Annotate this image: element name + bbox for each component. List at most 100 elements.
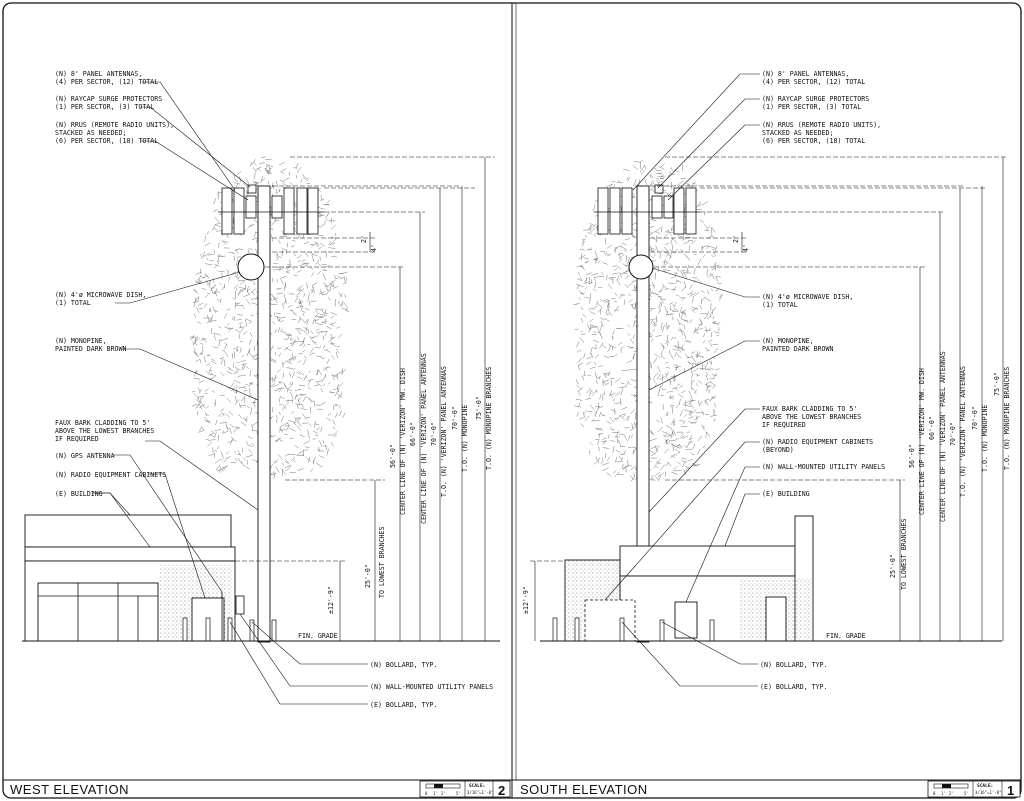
dim-value: 25'-0" [889, 554, 897, 578]
title-block-west: WEST ELEVATION 0 1' 2' 5' SCALE: 3/16"=1… [10, 780, 511, 798]
leader-line [122, 348, 259, 401]
dim-value: 56'-0" [908, 444, 916, 468]
small-dim: 2' [732, 235, 740, 243]
dim-value: 75'-0" [475, 396, 483, 420]
dim-label: CENTER LINE OF (N) 'VERIZON' PANEL ANTEN… [939, 351, 947, 522]
callout-microwave-dish: (N) 4'ø MICROWAVE DISH,(1) TOTAL [762, 293, 853, 309]
callout-utility-panels: (N) WALL-MOUNTED UTILITY PANELS [370, 683, 493, 691]
antenna-array [594, 184, 700, 235]
callout-bollard: (N) BOLLARD, TYP. [370, 661, 438, 669]
building-fascia [24, 546, 236, 562]
dim-value: 70'-0" [451, 406, 459, 430]
callout-existing-bollard: (E) BOLLARD, TYP. [760, 683, 828, 691]
panel-antenna [609, 187, 621, 235]
dim-label: T.O. (N) 'VERIZON' PANEL ANTENNAS [959, 366, 967, 497]
dim-value: 56'-0" [389, 444, 397, 468]
rrus-unit [245, 195, 257, 219]
dim-value: ±12'-9" [327, 586, 335, 614]
rrus-unit [651, 195, 663, 219]
callout-faux-bark: FAUX BARK CLADDING TO 5'ABOVE THE LOWEST… [55, 419, 154, 443]
scale-label: SCALE: [977, 783, 993, 789]
leader-line [145, 440, 259, 511]
leader-line [115, 271, 241, 304]
grade-label: FIN. GRADE [826, 632, 866, 640]
drawing-title: SOUTH ELEVATION [520, 782, 648, 797]
dim-label: T.O. (N) MONOPINE [981, 404, 989, 472]
dim-value: ±12'-9" [522, 586, 530, 614]
callout-radio-cabinets: (N) RADIO EQUIPMENT CABINETS(BEYOND) [762, 438, 873, 454]
microwave-dish [237, 253, 265, 281]
scale-bar-fill [434, 784, 443, 788]
scale-tick: 1' [941, 791, 946, 796]
callout-panel-antennas: (N) 8' PANEL ANTENNAS,(4) PER SECTOR, (1… [762, 70, 865, 86]
callout-monopine: (N) MONOPINE,PAINTED DARK BROWN [762, 337, 833, 353]
dim-value: 75'-0" [993, 372, 1001, 396]
panel-antenna [296, 187, 308, 235]
panel-antenna [621, 187, 633, 235]
callout-rrus: (N) RRUS (REMOTE RADIO UNITS),STACKED AS… [762, 121, 881, 145]
scale-bar-fill [942, 784, 951, 788]
callout-building: (E) BUILDING [762, 490, 810, 498]
drawing-title: WEST ELEVATION [10, 782, 129, 797]
leader-line [657, 98, 760, 189]
rrus-unit [663, 195, 674, 219]
bollard [227, 617, 233, 642]
drawing-number: 2 [498, 783, 505, 798]
leader-lines [92, 73, 760, 705]
antenna-array [218, 184, 324, 235]
leader-line [651, 267, 760, 298]
foliage-texture [573, 159, 723, 482]
callouts-south: (N) 8' PANEL ANTENNAS,(4) PER SECTOR, (1… [760, 70, 885, 691]
utility-panel [674, 601, 698, 639]
scale-tick: 0 [425, 791, 428, 796]
callout-surge-protectors: (N) RAYCAP SURGE PROTECTORS(1) PER SECTO… [762, 95, 869, 111]
monopine-mast [636, 185, 650, 643]
leader-line [112, 454, 223, 593]
callout-existing-bollard: (E) BOLLARD, TYP. [370, 701, 438, 709]
radio-equipment-cabinet [584, 599, 636, 642]
scale-tick: 2' [441, 791, 446, 796]
leader-line [140, 106, 251, 188]
bollard [182, 617, 188, 642]
dim-value: 70'-0" [949, 422, 957, 446]
small-dim: 4' [370, 244, 378, 252]
surge-protector [654, 184, 664, 194]
scale-tick: 5' [456, 791, 461, 796]
scale-value: 3/16"=1'-0" [975, 790, 1002, 795]
callouts-west: (N) 8' PANEL ANTENNAS,(4) PER SECTOR, (1… [55, 70, 493, 709]
scale-tick: 0 [933, 791, 936, 796]
small-dim: 2' [360, 235, 368, 243]
scale-tick: 1' [433, 791, 438, 796]
leader-line [239, 613, 368, 687]
bollard [205, 617, 211, 642]
dimension-labels-west: ±12'-9" 25'-0" TO LOWEST BRANCHES 56'-0"… [327, 235, 493, 614]
grade-label: FIN. GRADE [298, 632, 338, 640]
drawing-number: 1 [1007, 783, 1014, 798]
leader-line [685, 466, 760, 603]
scale-label: SCALE: [469, 783, 485, 789]
dim-label: TO LOWEST BRANCHES [378, 527, 386, 598]
dim-value: 66'-0" [409, 422, 417, 446]
existing-building [564, 515, 814, 642]
service-door [765, 596, 787, 642]
leader-line [648, 340, 760, 391]
bollard [552, 617, 558, 642]
callout-monopine: (N) MONOPINE,PAINTED DARK BROWN [55, 337, 126, 353]
surge-protector [247, 184, 257, 194]
panel-antenna [233, 187, 245, 235]
callout-microwave-dish: (N) 4'ø MICROWAVE DISH,(1) TOTAL [55, 291, 146, 307]
leader-line [724, 493, 760, 547]
leader-line [142, 81, 236, 191]
callout-radio-cabinets: (N) RADIO EQUIPMENT CABINETS [55, 471, 166, 479]
scale-tick: 5' [964, 791, 969, 796]
leader-line [661, 621, 758, 665]
leader-line [251, 621, 368, 665]
leader-line [621, 621, 758, 687]
rrus-unit [271, 195, 283, 219]
bollard [659, 619, 665, 642]
callout-gps-antenna: (N) GPS ANTENNA [55, 452, 115, 460]
dim-value: 25'-0" [364, 564, 372, 588]
leader-line [667, 124, 760, 201]
dim-value: 70'-0" [430, 422, 438, 446]
